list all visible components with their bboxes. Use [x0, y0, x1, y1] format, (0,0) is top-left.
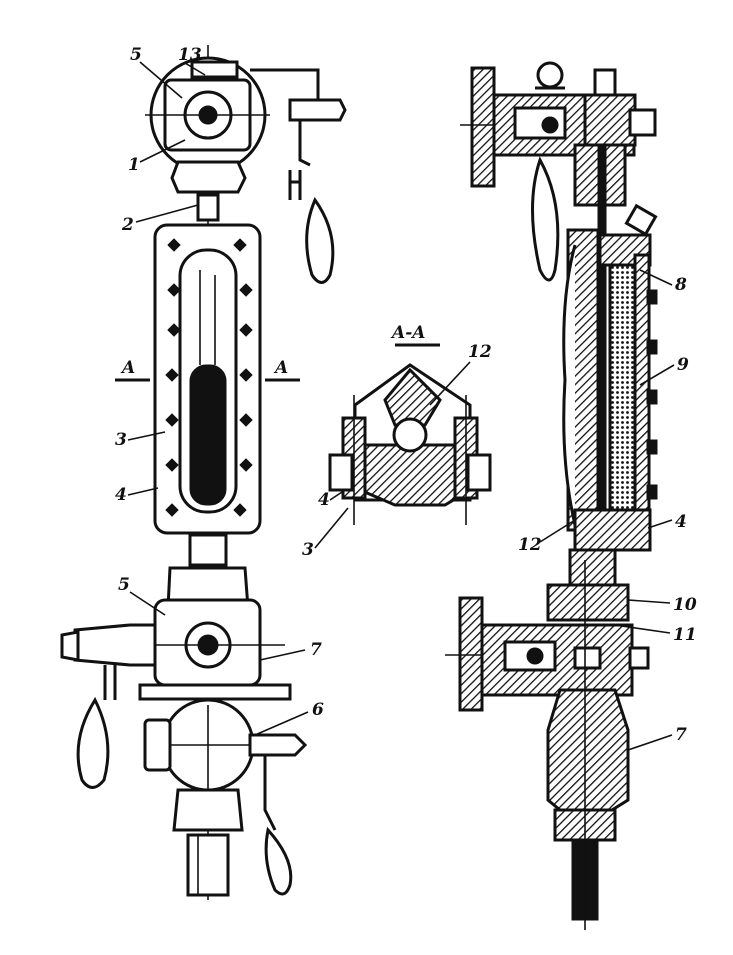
- part-labels: 13 5 1 2 A A 3 4 5 7 6 A-A 12 4 3 8 9 12…: [115, 45, 697, 751]
- section-title: A-A: [390, 323, 425, 343]
- section-mark-a-right: A: [273, 358, 288, 378]
- label-12-section: 12: [468, 342, 492, 362]
- label-6: 6: [312, 700, 324, 720]
- label-8: 8: [674, 275, 687, 295]
- section-a-a: [328, 343, 492, 525]
- label-4-front: 4: [115, 485, 127, 505]
- label-11: 11: [673, 625, 697, 645]
- label-7-side: 7: [675, 725, 687, 745]
- label-9: 9: [677, 355, 689, 375]
- side-section-view: [445, 61, 658, 930]
- label-3-section: 3: [302, 540, 314, 560]
- label-4-side: 4: [675, 512, 687, 532]
- label-5-top: 5: [130, 45, 142, 65]
- label-1: 1: [128, 155, 140, 175]
- label-10: 10: [673, 595, 697, 615]
- label-13: 13: [178, 45, 202, 65]
- label-3-front: 3: [115, 430, 127, 450]
- label-5-bottom: 5: [118, 575, 130, 595]
- label-4-section: 4: [318, 490, 330, 510]
- label-2: 2: [121, 215, 134, 235]
- water-column: [189, 364, 227, 506]
- section-mark-a-left: A: [120, 358, 135, 378]
- front-view: [60, 45, 347, 900]
- label-7-front: 7: [310, 640, 322, 660]
- label-12-side: 12: [518, 535, 542, 555]
